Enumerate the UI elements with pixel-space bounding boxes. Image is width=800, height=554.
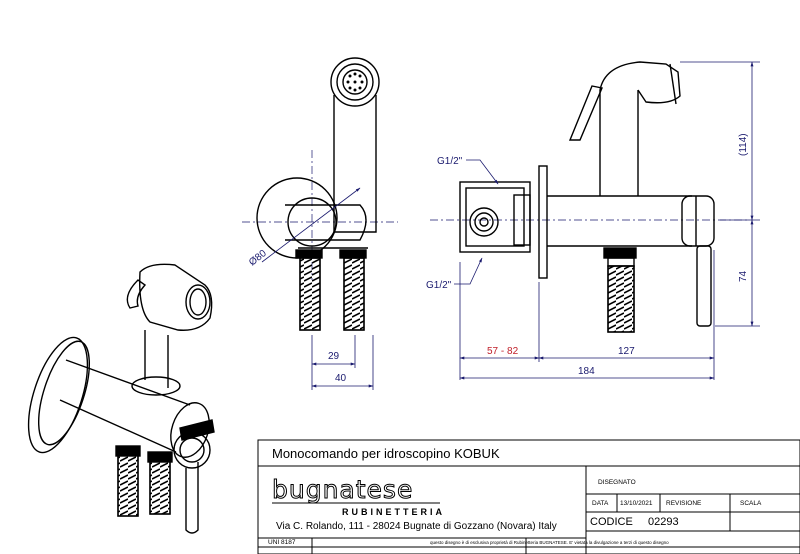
isometric-view [27,263,215,534]
data-value: 13/10/2021 [620,500,653,507]
front-view [242,57,398,331]
dim-127: 127 [618,346,635,357]
disclaimer-text: questo disegno è di esclusiva proprietà … [430,540,669,545]
dim-29: 29 [328,351,340,362]
dim-40: 40 [335,373,347,384]
brand-subtitle: RUBINETTERIA [342,507,445,517]
company-address: Via C. Rolando, 111 - 28024 Bugnate di G… [276,521,557,532]
data-label: DATA [592,500,609,507]
thread-label-top: G1/2" [437,156,463,167]
front-dimensions [311,335,374,390]
codice-value: 02293 [648,516,679,528]
revisione-label: REVISIONE [666,500,702,507]
dim-74: 74 [738,270,749,282]
disegnato-label: DISEGNATO [598,479,636,486]
thread-label-bottom: G1/2" [426,280,452,291]
spray-holes [346,72,364,92]
standard-label: UNI 8187 [268,539,296,546]
thread-leaders [454,159,499,285]
scala-label: SCALA [740,500,762,507]
diameter-label: Ø80 [247,248,269,269]
dim-57-82: 57 - 82 [487,346,519,357]
side-dimensions [459,61,760,380]
side-view [430,61,750,333]
dim-114: (114) [738,133,749,156]
brand-logo: bugnatese [272,475,413,504]
dim-184: 184 [578,366,595,377]
title-block [257,439,800,554]
drawing-title: Monocomando per idroscopino KOBUK [272,446,500,461]
codice-label: CODICE [590,516,633,528]
